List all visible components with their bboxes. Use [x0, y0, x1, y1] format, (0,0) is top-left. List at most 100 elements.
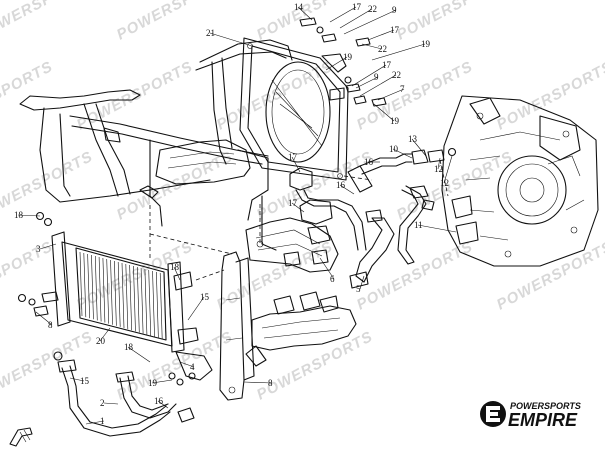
callout-leader-line	[173, 266, 181, 281]
callout-number: 7	[400, 84, 405, 94]
callout-number: 15	[80, 376, 90, 386]
callout-leader-line	[127, 346, 151, 363]
frame-assembly	[19, 39, 293, 260]
callout-leader-line	[361, 43, 383, 50]
callout-number: 6	[330, 274, 335, 284]
callout-number: 12	[434, 164, 443, 174]
radiator-fin	[152, 270, 155, 337]
callout-leader-line	[179, 361, 195, 368]
callout-leader-line	[392, 148, 413, 159]
radiator-fin	[117, 261, 121, 327]
radiator-fin	[163, 273, 167, 341]
radiator-fin	[133, 265, 136, 332]
radiator-fin	[106, 258, 110, 324]
fan-shroud	[239, 37, 349, 181]
fastener-set-top	[299, 17, 387, 107]
radiator-fin	[98, 256, 102, 322]
water-pipe-assembly	[245, 167, 367, 273]
support-bracket	[219, 251, 255, 401]
callout-leader-line	[443, 155, 453, 184]
callout-leader-line	[339, 184, 355, 195]
callout-leader-line	[329, 6, 357, 23]
radiator-fin	[114, 260, 117, 326]
radiator-fin	[129, 264, 132, 331]
callout-leader-line	[151, 379, 173, 384]
callout-number: 18	[170, 262, 180, 272]
callout-number: 4	[190, 362, 195, 372]
callout-number: 22	[392, 70, 401, 80]
callout-leader-line	[359, 74, 397, 97]
callout-leader-line	[367, 29, 395, 41]
callout-number: 1	[100, 416, 105, 426]
watermark-text: POWERSPORTS	[494, 58, 605, 134]
callout-leader-line	[377, 88, 405, 101]
radiator-fin	[83, 252, 87, 318]
callout-number: 16	[154, 396, 164, 406]
watermark-text: POWERSPORTS	[114, 328, 236, 404]
watermark-text: POWERSPORTS	[0, 58, 56, 134]
callout-leader-line	[325, 56, 348, 71]
callout-number: 17	[288, 198, 298, 208]
callout-leader-line	[437, 157, 441, 170]
callout-number: 21	[206, 28, 215, 38]
watermark-text: POWERSPORTS	[114, 0, 236, 44]
radiator-fin	[102, 257, 106, 323]
callout-number: 19	[148, 378, 158, 388]
front-arrow-icon	[9, 427, 33, 447]
brand-logo: POWERSPORTS EMPIRE	[480, 401, 581, 430]
callout-leader-line	[343, 9, 397, 35]
radiator-fin	[156, 271, 159, 338]
callout-leader-line	[417, 224, 457, 233]
callout-leader-line	[69, 377, 85, 382]
watermark-text: POWERSPORTS	[254, 148, 376, 224]
callout-number: 19	[390, 116, 400, 126]
callout-number: 20	[96, 336, 106, 346]
callout-number: 22	[368, 4, 377, 14]
callout-number: 17	[288, 152, 298, 162]
radiator-fin	[110, 259, 113, 325]
callout-leader-line	[297, 6, 313, 21]
callout-leader-line	[17, 214, 41, 217]
watermark-text: POWERSPORTS	[494, 238, 605, 314]
callout-leader-line	[339, 8, 373, 29]
radiator-fin	[159, 272, 163, 339]
callout-number: 2	[100, 398, 105, 408]
radiator-fin	[94, 255, 98, 321]
callout-leader-line	[371, 43, 426, 61]
callout-number: 16	[336, 180, 346, 190]
radiator	[51, 231, 213, 381]
callout-number: 19	[421, 39, 431, 49]
callout-leader-line	[411, 138, 427, 157]
radiator-fin	[79, 251, 83, 317]
callout-number: 18	[124, 342, 134, 352]
watermark-text: POWERSPORTS	[254, 328, 376, 404]
callout-number: 17	[390, 25, 400, 35]
watermark-text: POWERSPORTS	[0, 238, 56, 314]
callout-number: 8	[48, 320, 53, 330]
radiator-fin	[148, 269, 152, 336]
callout-number: 5	[356, 284, 361, 294]
middle-hose	[349, 209, 395, 289]
callout-leader-line	[373, 103, 395, 122]
radiator-fasteners	[17, 211, 196, 423]
callout-leader-line	[355, 76, 379, 89]
callout-leader-line	[291, 156, 301, 173]
engine-block	[441, 95, 599, 267]
lower-pipe-assembly	[245, 291, 357, 367]
watermark-text: POWERSPORTS	[354, 238, 476, 314]
radiator-fin	[91, 254, 94, 320]
watermark-text: POWERSPORTS	[394, 0, 516, 44]
callout-number: 17	[352, 2, 362, 12]
lower-hose-assembly	[57, 359, 177, 437]
watermark-text: POWERSPORTS	[354, 58, 476, 134]
callout-leader-line	[319, 257, 335, 280]
callout-leader-line	[103, 402, 119, 405]
watermark-text: POWERSPORTS	[0, 328, 96, 404]
callout-number: 3	[36, 244, 41, 254]
callout-leader-line	[39, 243, 57, 250]
callout-number: 12	[440, 178, 449, 188]
callout-number: 10	[389, 144, 399, 154]
callout-leader-line	[35, 311, 53, 326]
